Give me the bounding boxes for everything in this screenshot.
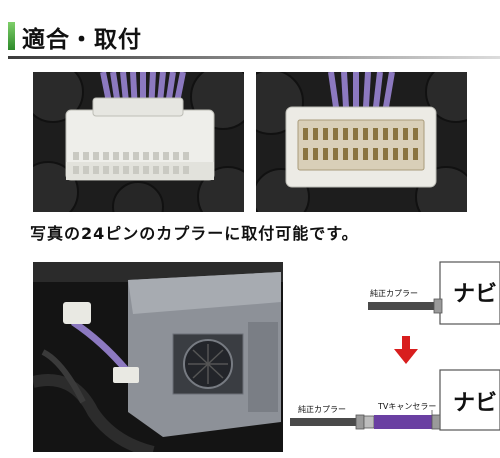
tv-canceller-cable xyxy=(374,415,432,429)
oem-coupler-bottom xyxy=(355,414,365,430)
arrow-down-icon xyxy=(394,336,418,364)
oem-coupler-top xyxy=(433,298,443,314)
header-divider xyxy=(8,56,500,59)
oem-coupler-label-top: 純正カプラー xyxy=(370,289,418,298)
wiring-diagram: 純正カプラー ナビ 純正カプラー TVキャンセラー ナビ xyxy=(290,260,500,458)
navi-box-top xyxy=(439,261,500,325)
connector-front-photo xyxy=(33,72,244,212)
section-title: 適合・取付 xyxy=(22,27,142,53)
oem-coupler-label-bottom: 純正カプラー xyxy=(298,405,346,414)
header-accent-bar xyxy=(8,22,15,50)
oem-cable-bottom xyxy=(290,418,356,426)
compatibility-caption: 写真の24ピンのカプラーに取付可能です。 xyxy=(30,224,359,243)
navi-label-bottom: ナビ xyxy=(453,391,498,416)
navi-label-top: ナビ xyxy=(453,282,498,307)
navi-box-bottom xyxy=(439,369,500,431)
section-header: 適合・取付 xyxy=(0,0,500,62)
connector-pins-photo xyxy=(256,72,467,212)
tv-canceller-label: TVキャンセラー xyxy=(378,402,437,411)
installation-photo xyxy=(33,262,283,452)
oem-cable-top xyxy=(368,302,434,310)
